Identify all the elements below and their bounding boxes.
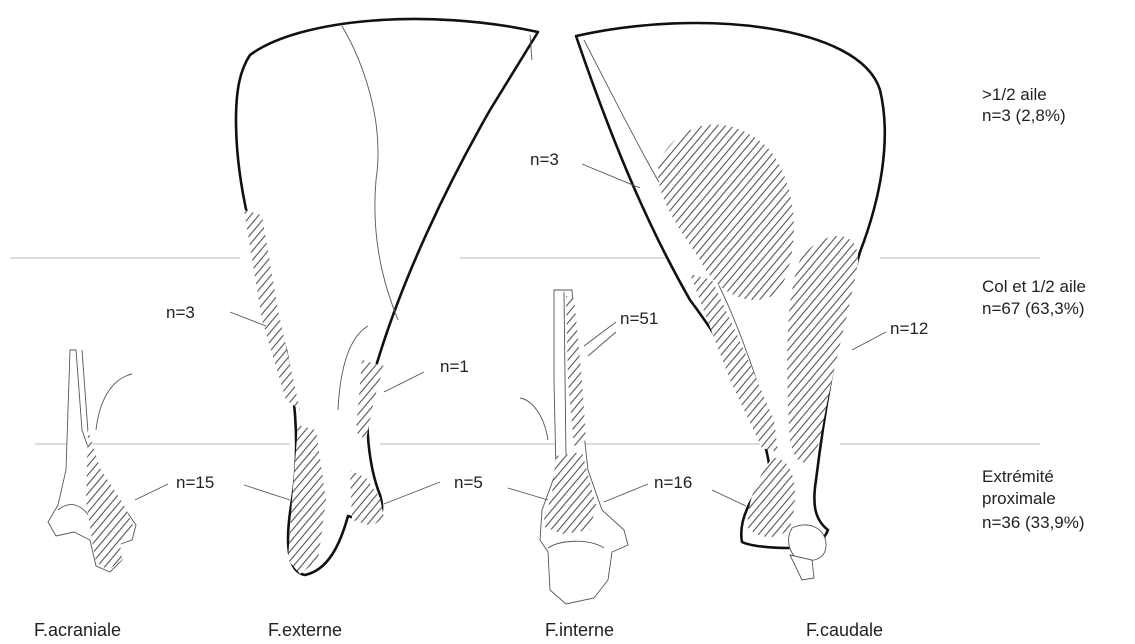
view-interne: F.interne [545, 620, 614, 640]
count-caudale-neck: n=12 [890, 319, 928, 338]
caudale-proximal-leader [712, 490, 746, 506]
interne-proximal-leader [604, 484, 648, 502]
externe-proximal-left-leader [244, 485, 290, 500]
bone-acraniale [48, 350, 168, 572]
zone-bottom-line2: proximale [982, 489, 1056, 508]
count-externe-neck: n=3 [166, 303, 195, 322]
externe-outline [236, 19, 538, 575]
caudale-hatch-proximal [748, 458, 795, 537]
view-captions: F.acraniale F.externe F.interne F.caudal… [34, 620, 883, 640]
externe-neck-leader [230, 312, 266, 326]
count-externe-proximal: n=5 [454, 473, 483, 492]
count-acraniale-proximal: n=15 [176, 473, 214, 492]
zone-bottom-line3: n=36 (33,9%) [982, 513, 1085, 532]
interne-outline [540, 290, 628, 604]
zone-guide-lines [10, 258, 1040, 444]
interne-left-leader [508, 488, 548, 500]
count-interne-proximal: n=16 [654, 473, 692, 492]
zone-middle-line1: Col et 1/2 aile [982, 277, 1086, 296]
acraniale-spine [82, 350, 88, 432]
interne-neck-leader [584, 322, 616, 346]
zone-middle-line2: n=67 (63,3%) [982, 299, 1085, 318]
count-caudale-blade: n=3 [530, 150, 559, 169]
bone-externe [230, 19, 538, 575]
view-acraniale: F.acraniale [34, 620, 121, 640]
caudale-condyle [789, 525, 826, 561]
caudale-neck-leader [852, 332, 886, 350]
bone-interne [508, 290, 648, 604]
zone-bottom-line1: Extrémité [982, 467, 1054, 486]
count-externe-caudal: n=1 [440, 357, 469, 376]
acraniale-spine-curl [96, 374, 132, 430]
externe-proximal-right-leader [384, 482, 440, 504]
externe-caudal-leader [384, 372, 424, 392]
zone-top-line1: >1/2 aile [982, 85, 1047, 104]
view-caudale: F.caudale [806, 620, 883, 640]
acraniale-leader [135, 484, 168, 500]
zone-top-line2: n=3 (2,8%) [982, 106, 1066, 125]
count-interne-neck: n=51 [620, 309, 658, 328]
view-externe: F.externe [268, 620, 342, 640]
bone-caudale [576, 23, 886, 580]
interne-neck-leader-2 [588, 332, 616, 356]
zone-labels: >1/2 aile n=3 (2,8%) Col et 1/2 aile n=6… [982, 85, 1086, 532]
interne-curl [520, 398, 548, 440]
